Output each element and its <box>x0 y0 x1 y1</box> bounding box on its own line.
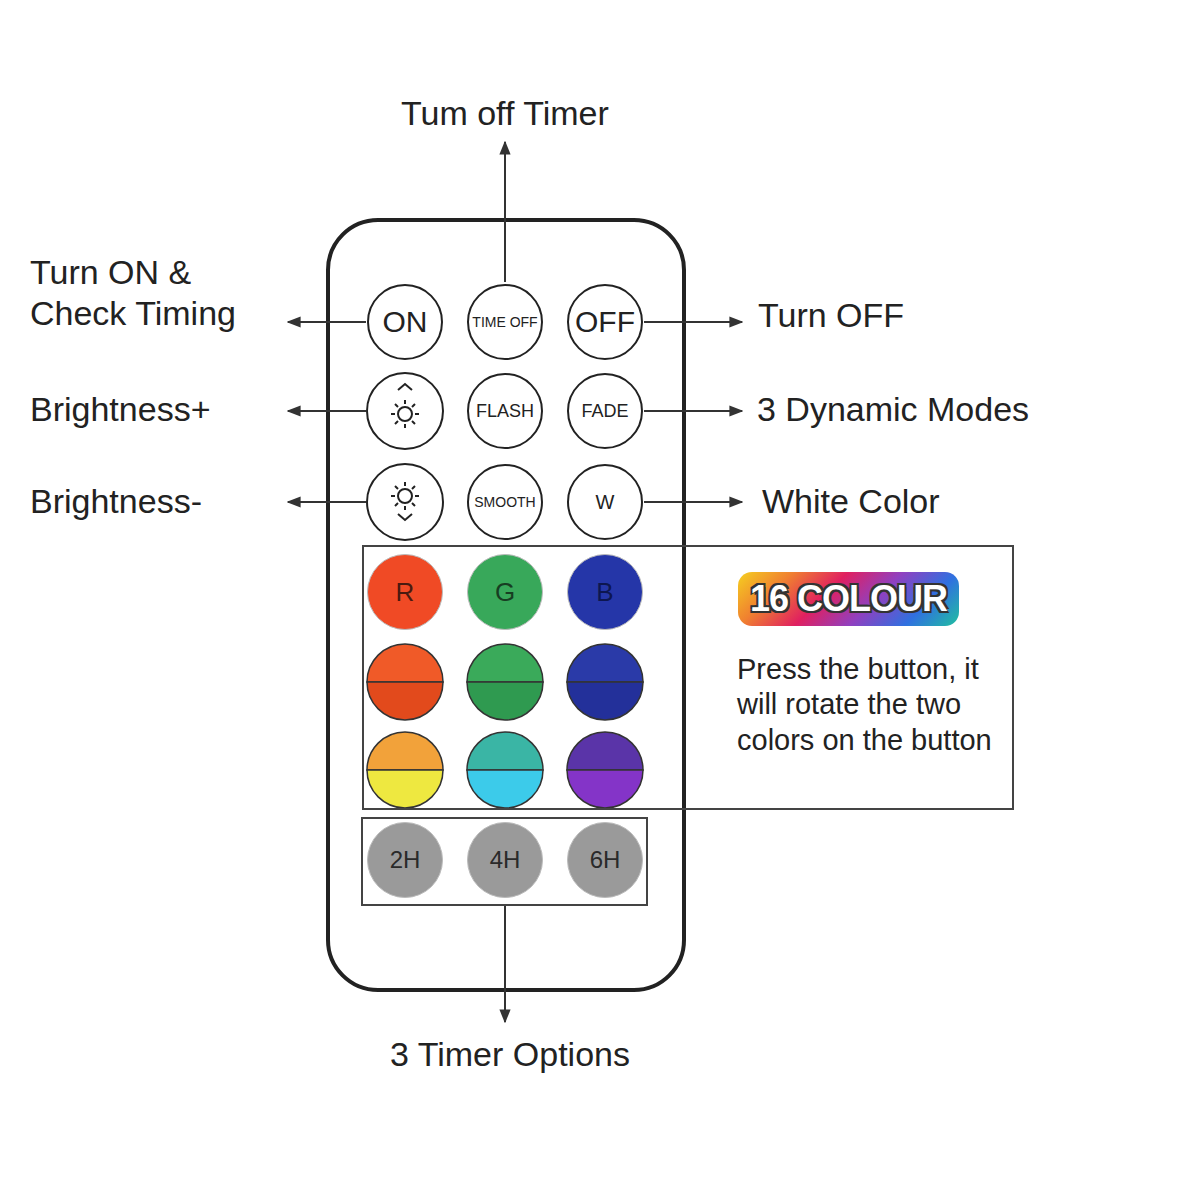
timer-button: 6H <box>567 822 643 898</box>
callout-label: Tum off Timer <box>401 93 609 134</box>
button-label: 4H <box>490 846 521 874</box>
white-button: W <box>567 464 643 540</box>
leader-lines <box>288 142 742 1022</box>
on-button: ON <box>367 284 443 360</box>
callout-label: Brightness- <box>30 481 202 522</box>
button-label: SMOOTH <box>474 494 535 510</box>
button-label: 6H <box>590 846 621 874</box>
colour-badge: 16 COLOUR <box>738 572 959 626</box>
callout-label: Turn ON & Check Timing <box>30 252 280 334</box>
timer-button: 2H <box>367 822 443 898</box>
brightness-up-button <box>367 373 443 449</box>
button-label: W <box>596 491 615 514</box>
button-label: ON <box>383 305 428 339</box>
button-label: 2H <box>390 846 421 874</box>
button-label: FADE <box>581 401 628 422</box>
colour-buttons <box>367 644 643 808</box>
red-button: R <box>367 554 443 630</box>
button-label: OFF <box>575 305 635 339</box>
callout-label: 3 Timer Options <box>390 1034 630 1075</box>
smooth-button: SMOOTH <box>467 464 543 540</box>
time-off-button: TIME OFF <box>467 284 543 360</box>
green-button: G <box>467 554 543 630</box>
button-label: FLASH <box>476 401 534 422</box>
button-label: R <box>396 577 415 608</box>
callout-label: Turn OFF <box>758 295 904 336</box>
callout-label: Brightness+ <box>30 389 211 430</box>
callout-label: White Color <box>762 481 940 522</box>
button-label: G <box>495 577 515 608</box>
note-text: Press the button, it will rotate the two… <box>737 652 1005 758</box>
colour-panel: 16 COLOUR Press the button, it will rotat… <box>362 545 1014 810</box>
timer-button: 4H <box>467 822 543 898</box>
off-button: OFF <box>567 284 643 360</box>
blue-button: B <box>567 554 643 630</box>
timer-bracket-box <box>362 818 647 905</box>
remote-body <box>328 220 684 990</box>
button-label: TIME OFF <box>472 314 537 330</box>
fade-button: FADE <box>567 373 643 449</box>
button-label: B <box>596 577 613 608</box>
flash-button: FLASH <box>467 373 543 449</box>
callout-label: 3 Dynamic Modes <box>757 389 1029 430</box>
brightness-down-button <box>367 464 443 540</box>
